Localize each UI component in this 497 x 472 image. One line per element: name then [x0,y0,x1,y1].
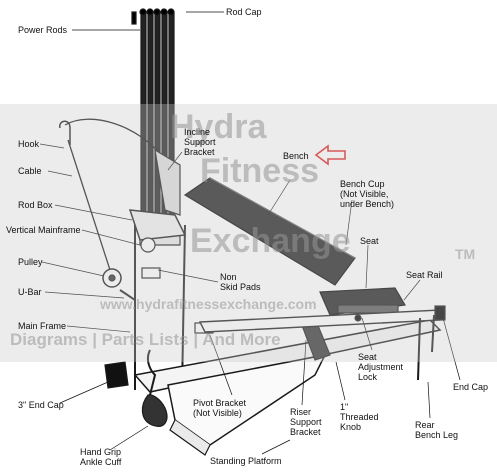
watermark-line3: Exchange [190,222,351,260]
label-vertical-mainframe: Vertical Mainframe [6,225,81,235]
label-rod-box: Rod Box [18,200,53,210]
label-pulley: Pulley [18,257,43,267]
watermark-tagline: Diagrams | Parts Lists | And More [10,330,281,349]
leader-lines [39,11,461,455]
label-rear-bench-leg: Rear Bench Leg [415,420,459,440]
label-end-cap-3in: 3" End Cap [18,400,64,410]
rear-bench-leg [417,314,435,381]
main-frame [133,319,442,393]
label-hook: Hook [18,139,40,149]
label-u-bar: U-Bar [18,287,42,297]
u-bar [119,289,136,330]
label-seat: Seat [360,236,379,246]
incline-bracket [154,148,181,216]
label-cable: Cable [18,166,42,176]
label-end-cap: End Cap [453,382,489,392]
watermark-tm: TM [455,246,476,262]
label-pivot-bracket: Pivot Bracket (Not Visible) [193,398,247,418]
label-standing-platform: Standing Platform [210,456,282,466]
watermark-url: www.hydrafitnessexchange.com [100,296,317,312]
label-seat-rail: Seat Rail [406,270,443,280]
hook [59,120,71,145]
label-main-frame: Main Frame [18,321,67,331]
watermark-line2: Fitness [200,152,320,190]
label-bench-cup: Bench Cup (Not Visible, under Bench) [340,179,395,209]
rod-box [128,209,187,241]
label-bench: Bench [283,151,309,161]
end-cap-3in [104,361,129,389]
label-hand-grip-ankle-cuff: Hand Grip Ankle Cuff [80,447,122,467]
bench-highlight-arrow [314,144,346,166]
label-rod-cap: Rod Cap [226,7,262,17]
label-seat-adjustment-lock: Seat Adjustment Lock [358,352,404,382]
cable [64,118,166,271]
rod-caps [131,8,175,25]
watermark-band [0,104,497,362]
label-non-skid-pads: Non Skid Pads [220,272,261,292]
hand-grip [146,349,157,396]
label-incline-support-bracket: Incline Support Bracket [184,127,216,157]
label-power-rods: Power Rods [18,25,68,35]
standing-platform [167,353,327,446]
label-riser-support-bracket: Riser Support Bracket [290,407,322,437]
watermark-line1: Hydra [170,108,267,146]
label-threaded-knob: 1" Threaded Knob [340,402,379,432]
